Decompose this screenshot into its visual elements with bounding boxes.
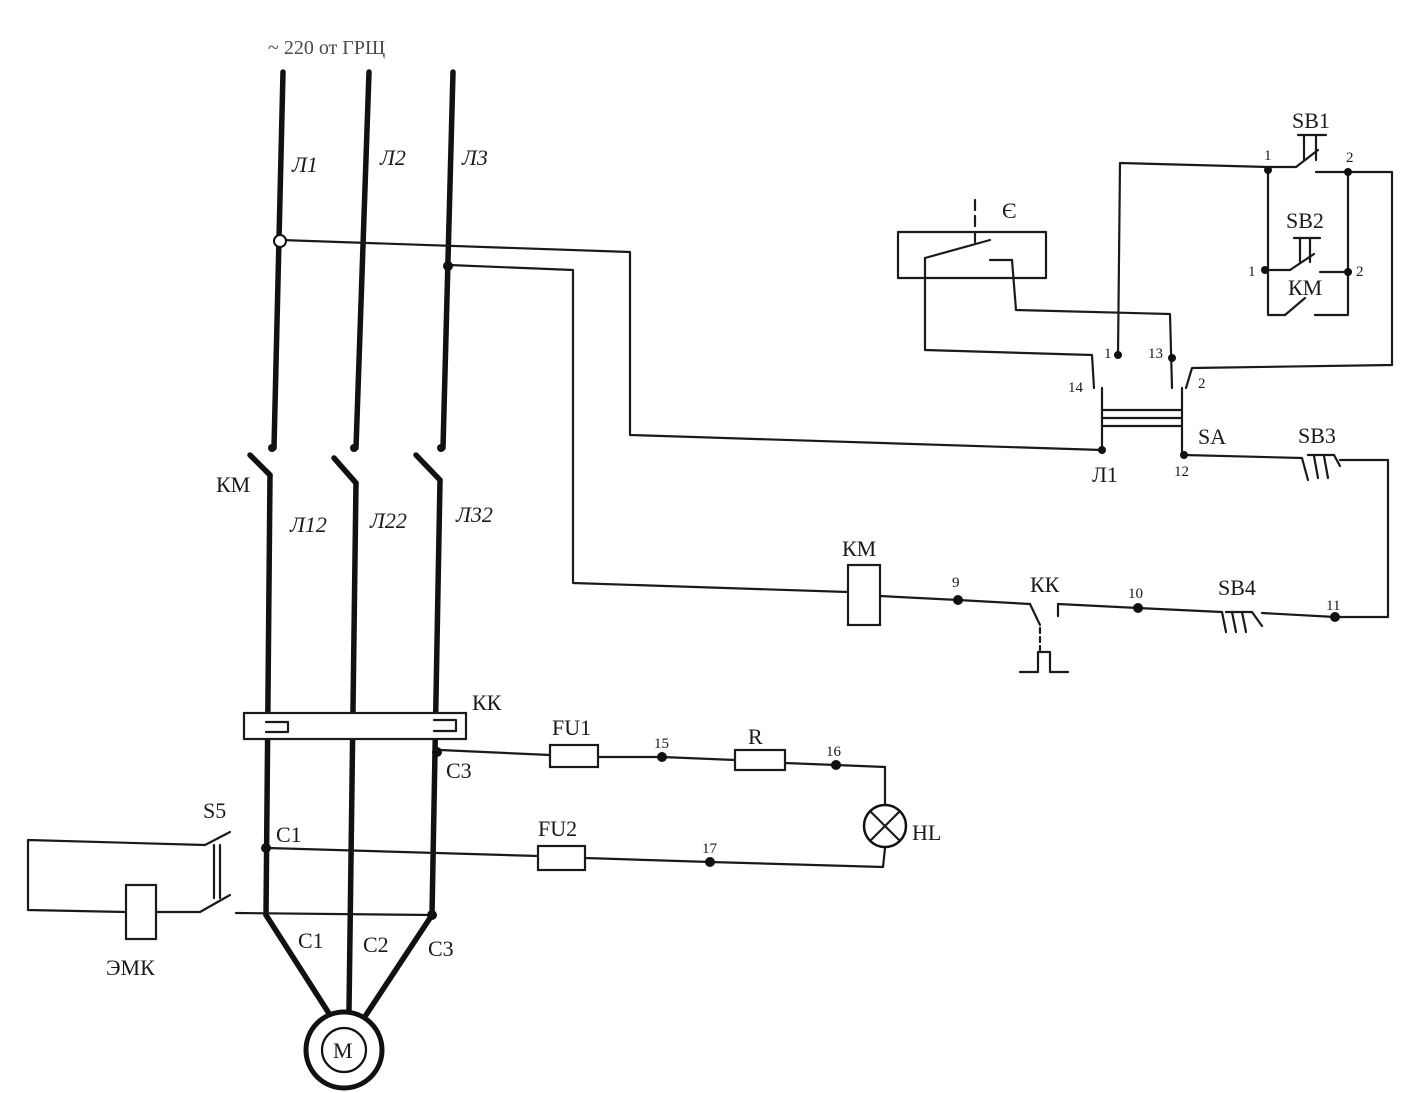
sb1-terminal-2: 2 [1346, 150, 1354, 166]
node-16: 16 [826, 744, 842, 760]
emk-coil [124, 883, 158, 941]
motor-terminal-c1: С1 [298, 928, 324, 953]
sb3-button [1300, 453, 1342, 482]
sb2-terminal-2: 2 [1356, 264, 1364, 280]
control-wiring [26, 161, 1394, 917]
node-10: 10 [1128, 586, 1143, 602]
hl-lamp [862, 803, 908, 849]
sb1-label: SB1 [1292, 108, 1330, 133]
kk-relay-label: КК [472, 690, 502, 715]
motor-terminal-c2: С2 [363, 932, 389, 957]
km-main-label: КМ [216, 472, 250, 497]
km-coil [846, 563, 882, 627]
sb4-button [1220, 610, 1264, 634]
r-resistor [733, 748, 787, 772]
s5-switch [198, 830, 232, 914]
r-label: R [748, 724, 763, 749]
sa-label: SA [1198, 424, 1226, 449]
e-sensor-label: Є [1002, 198, 1017, 223]
power-lines [247, 69, 456, 1018]
sb1-terminal-1: 1 [1264, 148, 1272, 164]
line-label-l1: Л1 [291, 152, 318, 177]
sa-terminal-2: 2 [1198, 376, 1206, 392]
fu2-fuse [536, 844, 587, 872]
motor-terminal-c3: С3 [428, 936, 454, 961]
emk-label: ЭМК [106, 955, 155, 980]
terminal-c1: С1 [276, 822, 302, 847]
km-coil-label: КМ [842, 536, 876, 561]
e-sensor [896, 198, 1048, 280]
node-11: 11 [1326, 598, 1340, 614]
km-contact-label: КМ [1288, 275, 1322, 300]
node-17: 17 [702, 841, 718, 857]
sa-terminal-13: 13 [1148, 346, 1163, 362]
sa-l1-label: Л1 [1092, 462, 1118, 487]
fu2-label: FU2 [538, 816, 577, 841]
node-15: 15 [654, 736, 669, 752]
sb2-button [1288, 236, 1322, 272]
line-label-l22: Л22 [369, 508, 407, 533]
sb3-label: SB3 [1298, 423, 1336, 448]
sb2-label: SB2 [1286, 208, 1324, 233]
kk-thermal-relay [242, 711, 468, 741]
motor [303, 1009, 385, 1091]
kk-contact-label: КК [1030, 572, 1060, 597]
sa-terminal-1: 1 [1104, 346, 1112, 362]
line-label-l2: Л2 [379, 145, 406, 170]
sb2-terminal-1: 1 [1248, 264, 1256, 280]
supply-title: ~ 220 от ГРЩ [268, 37, 385, 59]
hl-label: HL [912, 820, 941, 845]
sa-terminal-14: 14 [1068, 380, 1084, 396]
node-9: 9 [952, 575, 960, 591]
terminal-c3: С3 [446, 758, 472, 783]
line-label-l3: Л3 [461, 145, 488, 170]
s5-label: S5 [203, 798, 226, 823]
node-12: 12 [1174, 464, 1189, 480]
sb1-button [1294, 133, 1328, 169]
km-aux-contact [1283, 296, 1307, 317]
sb4-label: SB4 [1218, 575, 1256, 600]
motor-label: М [333, 1038, 353, 1063]
line-label-l12: Л12 [289, 512, 327, 537]
line-label-l32: Л32 [455, 502, 493, 527]
kk-contact [1018, 602, 1070, 674]
fu1-label: FU1 [552, 715, 591, 740]
fu1-fuse [548, 743, 600, 769]
